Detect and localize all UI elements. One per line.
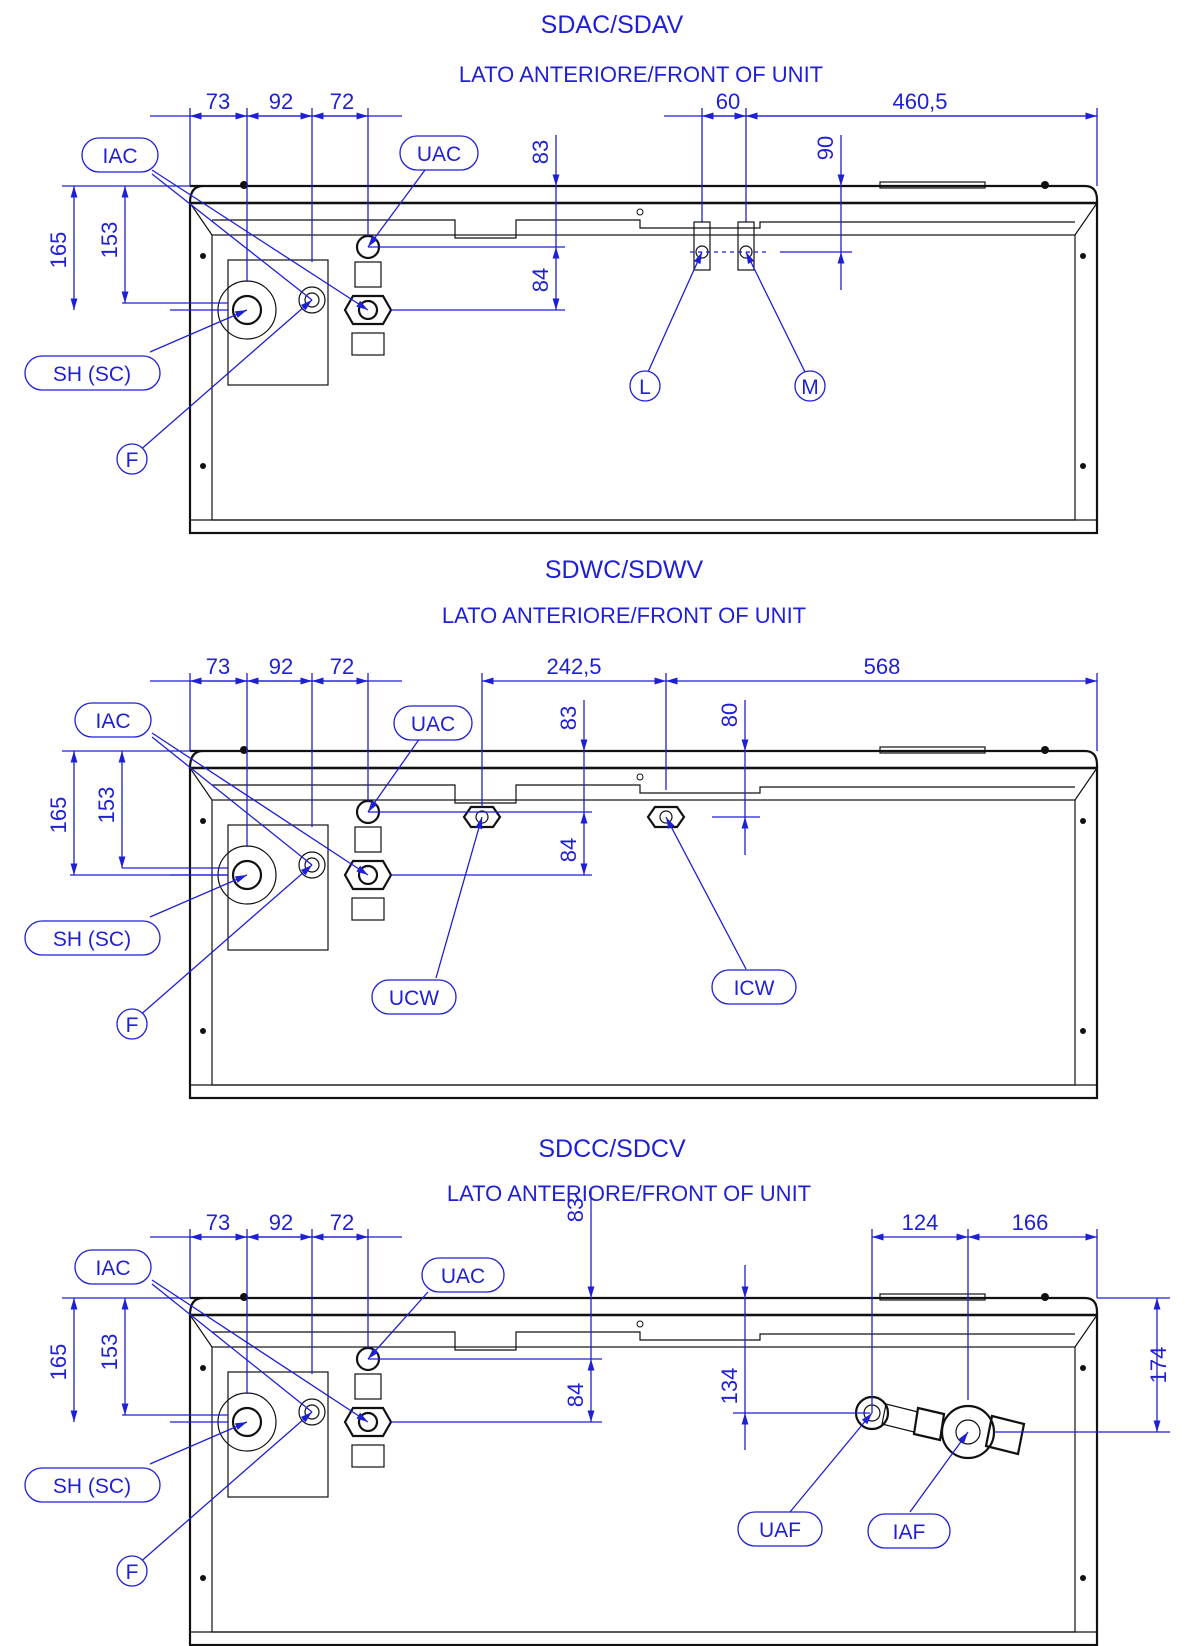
- dim-165: 165: [46, 232, 71, 269]
- label-sh-sc: SH (SC): [53, 363, 131, 386]
- dim-242-5: 242,5: [546, 654, 601, 679]
- dim-83: 83: [528, 140, 553, 164]
- dim-568: 568: [864, 654, 901, 679]
- dim-73: 73: [206, 654, 230, 679]
- dim-165: 165: [46, 797, 71, 834]
- unit-outline: [120, 179, 1099, 535]
- dim-460-5: 460,5: [892, 89, 947, 114]
- label-uaf: UAF: [759, 1519, 801, 1542]
- section-subtitle: LATO ANTERIORE/FRONT OF UNIT: [442, 603, 806, 628]
- unit-outline: [120, 744, 1099, 1100]
- dim-80: 80: [717, 703, 742, 727]
- dim-72: 72: [330, 654, 354, 679]
- label-ucw: UCW: [389, 987, 439, 1010]
- dim-90: 90: [813, 136, 838, 160]
- label-l: L: [639, 376, 651, 399]
- section-subtitle: LATO ANTERIORE/FRONT OF UNIT: [459, 62, 823, 87]
- dim-84: 84: [556, 838, 581, 862]
- label-iac: IAC: [95, 710, 130, 733]
- dim-92: 92: [269, 89, 293, 114]
- label-iaf: IAF: [893, 1521, 926, 1544]
- section-2: SDWC/SDWV LATO ANTERIORE/FRONT OF UNIT 7…: [24, 556, 1099, 1100]
- dim-92: 92: [269, 1210, 293, 1235]
- section-3: SDCC/SDCV LATO ANTERIORE/FRONT OF UNIT 7…: [24, 1135, 1171, 1646]
- label-m: M: [801, 376, 819, 399]
- section-1: SDAC/SDAV LATO ANTERIORE/FRONT OF UNIT 7…: [24, 11, 1099, 535]
- dim-84: 84: [528, 268, 553, 292]
- dim-83: 83: [563, 1198, 588, 1222]
- label-f: F: [126, 1561, 139, 1584]
- dim-73: 73: [206, 89, 230, 114]
- label-uac: UAC: [441, 1265, 485, 1288]
- label-iac: IAC: [95, 1257, 130, 1280]
- section-title: SDAC/SDAV: [541, 11, 684, 39]
- label-uac: UAC: [417, 143, 461, 166]
- section-title: SDWC/SDWV: [545, 556, 704, 584]
- section-subtitle: LATO ANTERIORE/FRONT OF UNIT: [447, 1181, 811, 1206]
- label-icw: ICW: [734, 977, 775, 1000]
- label-uac: UAC: [411, 713, 455, 736]
- dim-153: 153: [97, 1334, 122, 1371]
- dim-84: 84: [563, 1383, 588, 1407]
- section-title: SDCC/SDCV: [538, 1135, 686, 1163]
- dim-165: 165: [46, 1344, 71, 1381]
- dim-83: 83: [556, 706, 581, 730]
- label-f: F: [126, 1014, 139, 1037]
- label-sh-sc: SH (SC): [53, 1475, 131, 1498]
- unit-outline: [120, 1291, 1099, 1646]
- dim-153: 153: [97, 222, 122, 259]
- dim-124: 124: [902, 1210, 939, 1235]
- dim-72: 72: [330, 1210, 354, 1235]
- dim-92: 92: [269, 654, 293, 679]
- dim-166: 166: [1012, 1210, 1049, 1235]
- label-f: F: [126, 449, 139, 472]
- dim-72: 72: [330, 89, 354, 114]
- label-iac: IAC: [102, 145, 137, 168]
- dim-60: 60: [716, 89, 740, 114]
- dim-73: 73: [206, 1210, 230, 1235]
- dim-153: 153: [94, 787, 119, 824]
- dim-174: 174: [1146, 1347, 1171, 1384]
- label-sh-sc: SH (SC): [53, 928, 131, 951]
- dim-134: 134: [717, 1368, 742, 1405]
